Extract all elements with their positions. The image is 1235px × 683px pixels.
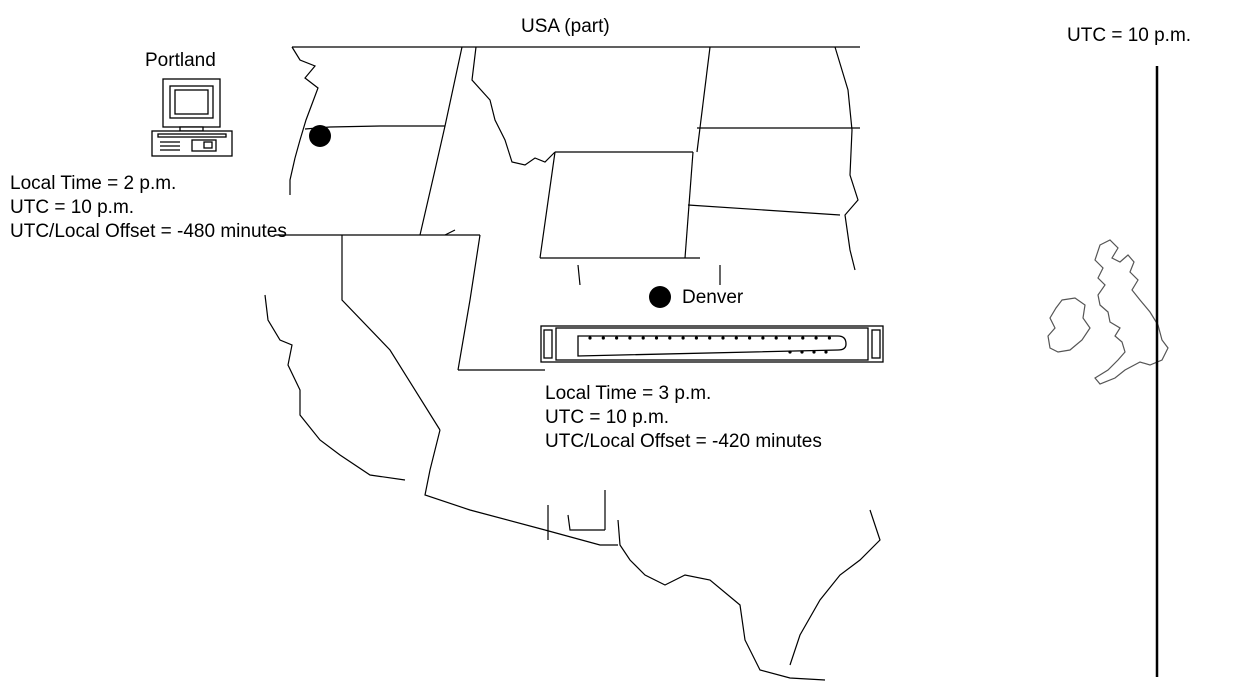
led-icon — [827, 336, 832, 340]
led-icon — [654, 336, 659, 340]
utc-reference-label: UTC = 10 p.m. — [1067, 25, 1192, 46]
uk-outline — [1047, 239, 1169, 385]
led-icon — [801, 336, 805, 340]
map-title: USA (part) — [521, 16, 610, 37]
led-icon — [615, 336, 619, 340]
led-icon — [588, 336, 592, 340]
led-icon — [668, 336, 672, 340]
led-icon — [708, 336, 712, 340]
portland-offset: UTC/Local Offset = -480 minutes — [10, 221, 287, 242]
led-icon — [812, 350, 816, 354]
led-icon — [721, 336, 725, 340]
led-icon — [800, 350, 804, 354]
portland-utc: UTC = 10 p.m. — [10, 197, 135, 218]
usa-map — [264, 46, 881, 681]
led-icon — [788, 350, 792, 354]
denver-label: Denver — [682, 287, 744, 308]
led-icon — [824, 350, 828, 354]
led-icon — [681, 336, 685, 340]
portland-label: Portland — [145, 50, 216, 71]
led-icon — [601, 336, 605, 340]
led-icon — [734, 336, 738, 340]
led-icon — [761, 336, 765, 340]
denver-time-info: Local Time = 3 p.m. UTC = 10 p.m. UTC/Lo… — [545, 382, 822, 454]
led-icon — [694, 336, 699, 340]
led-icon — [628, 336, 632, 340]
portland-local-time: Local Time = 2 p.m. — [10, 173, 177, 194]
led-icon — [641, 336, 645, 340]
denver-local-time: Local Time = 3 p.m. — [545, 383, 712, 404]
rack-server-leds — [588, 336, 832, 354]
portland-time-info: Local Time = 2 p.m. UTC = 10 p.m. UTC/Lo… — [10, 172, 287, 244]
led-icon — [748, 336, 752, 340]
portland-location-marker — [309, 125, 331, 147]
rack-server-icon — [540, 325, 884, 363]
denver-utc: UTC = 10 p.m. — [545, 407, 670, 428]
led-icon — [787, 336, 792, 340]
led-icon — [814, 336, 818, 340]
denver-offset: UTC/Local Offset = -420 minutes — [545, 431, 822, 452]
denver-location-marker — [649, 286, 671, 308]
computer-icon — [151, 78, 233, 157]
led-icon — [774, 336, 778, 340]
